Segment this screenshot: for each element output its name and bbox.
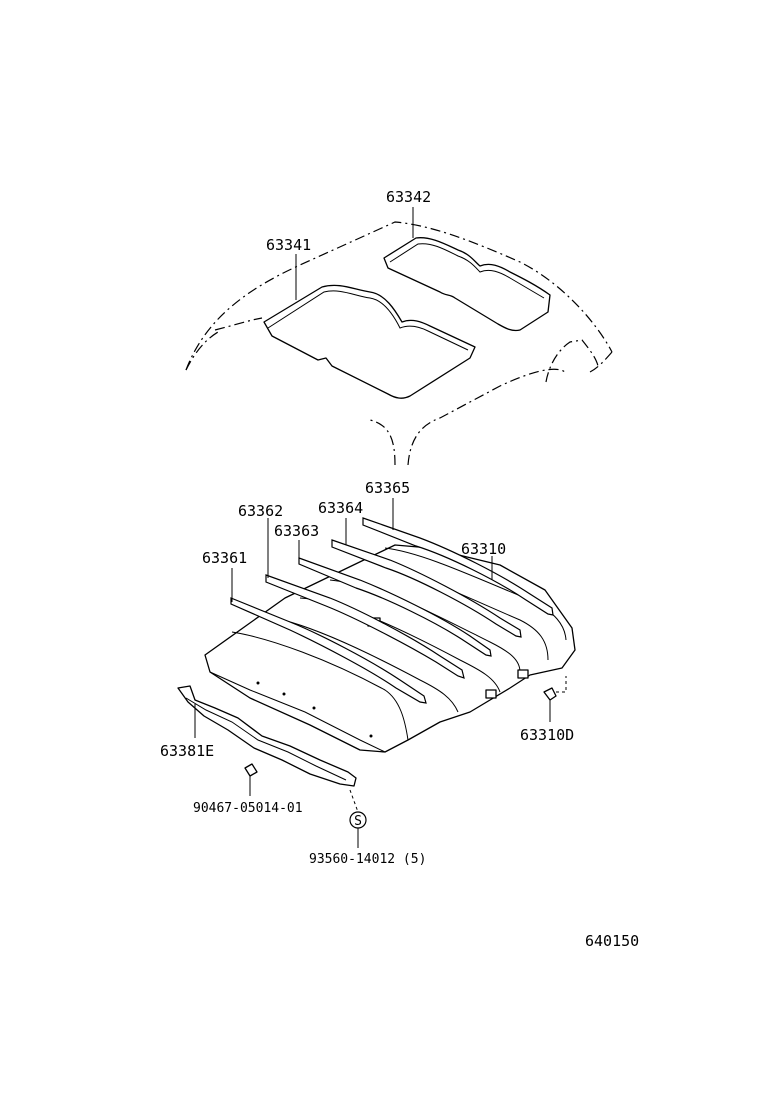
front-trim-63381E <box>177 685 357 787</box>
label-63381E: 63381E <box>160 742 214 760</box>
label-63362: 63362 <box>238 502 283 520</box>
label-63363: 63363 <box>274 522 319 540</box>
clip-63310D <box>543 676 567 701</box>
headliner-63310 <box>204 544 576 753</box>
label-63310: 63310 <box>461 540 506 558</box>
label-63342: 63342 <box>386 188 431 206</box>
figure-number: 640150 <box>585 932 639 950</box>
leader-lines <box>194 207 551 848</box>
strip-63365 <box>362 517 554 616</box>
strip-63361 <box>230 597 427 704</box>
label-63361: 63361 <box>202 549 247 567</box>
label-63365: 63365 <box>365 479 410 497</box>
screw-symbol: S <box>354 814 362 829</box>
clip-90467 <box>244 763 258 777</box>
label-93560-14012: 93560-14012 (5) <box>309 852 426 867</box>
roof-pad-63341 <box>263 284 476 399</box>
strip-63364 <box>331 539 522 638</box>
label-63364: 63364 <box>318 499 363 517</box>
screw-93560: S <box>349 789 367 829</box>
roof-pad-63342 <box>383 237 551 332</box>
strip-63362 <box>265 574 465 679</box>
label-90467-05014-01: 90467-05014-01 <box>193 801 303 816</box>
label-63310D: 63310D <box>520 726 574 744</box>
roof-outline <box>185 221 613 466</box>
strip-63363 <box>298 557 492 657</box>
label-63341: 63341 <box>266 236 311 254</box>
